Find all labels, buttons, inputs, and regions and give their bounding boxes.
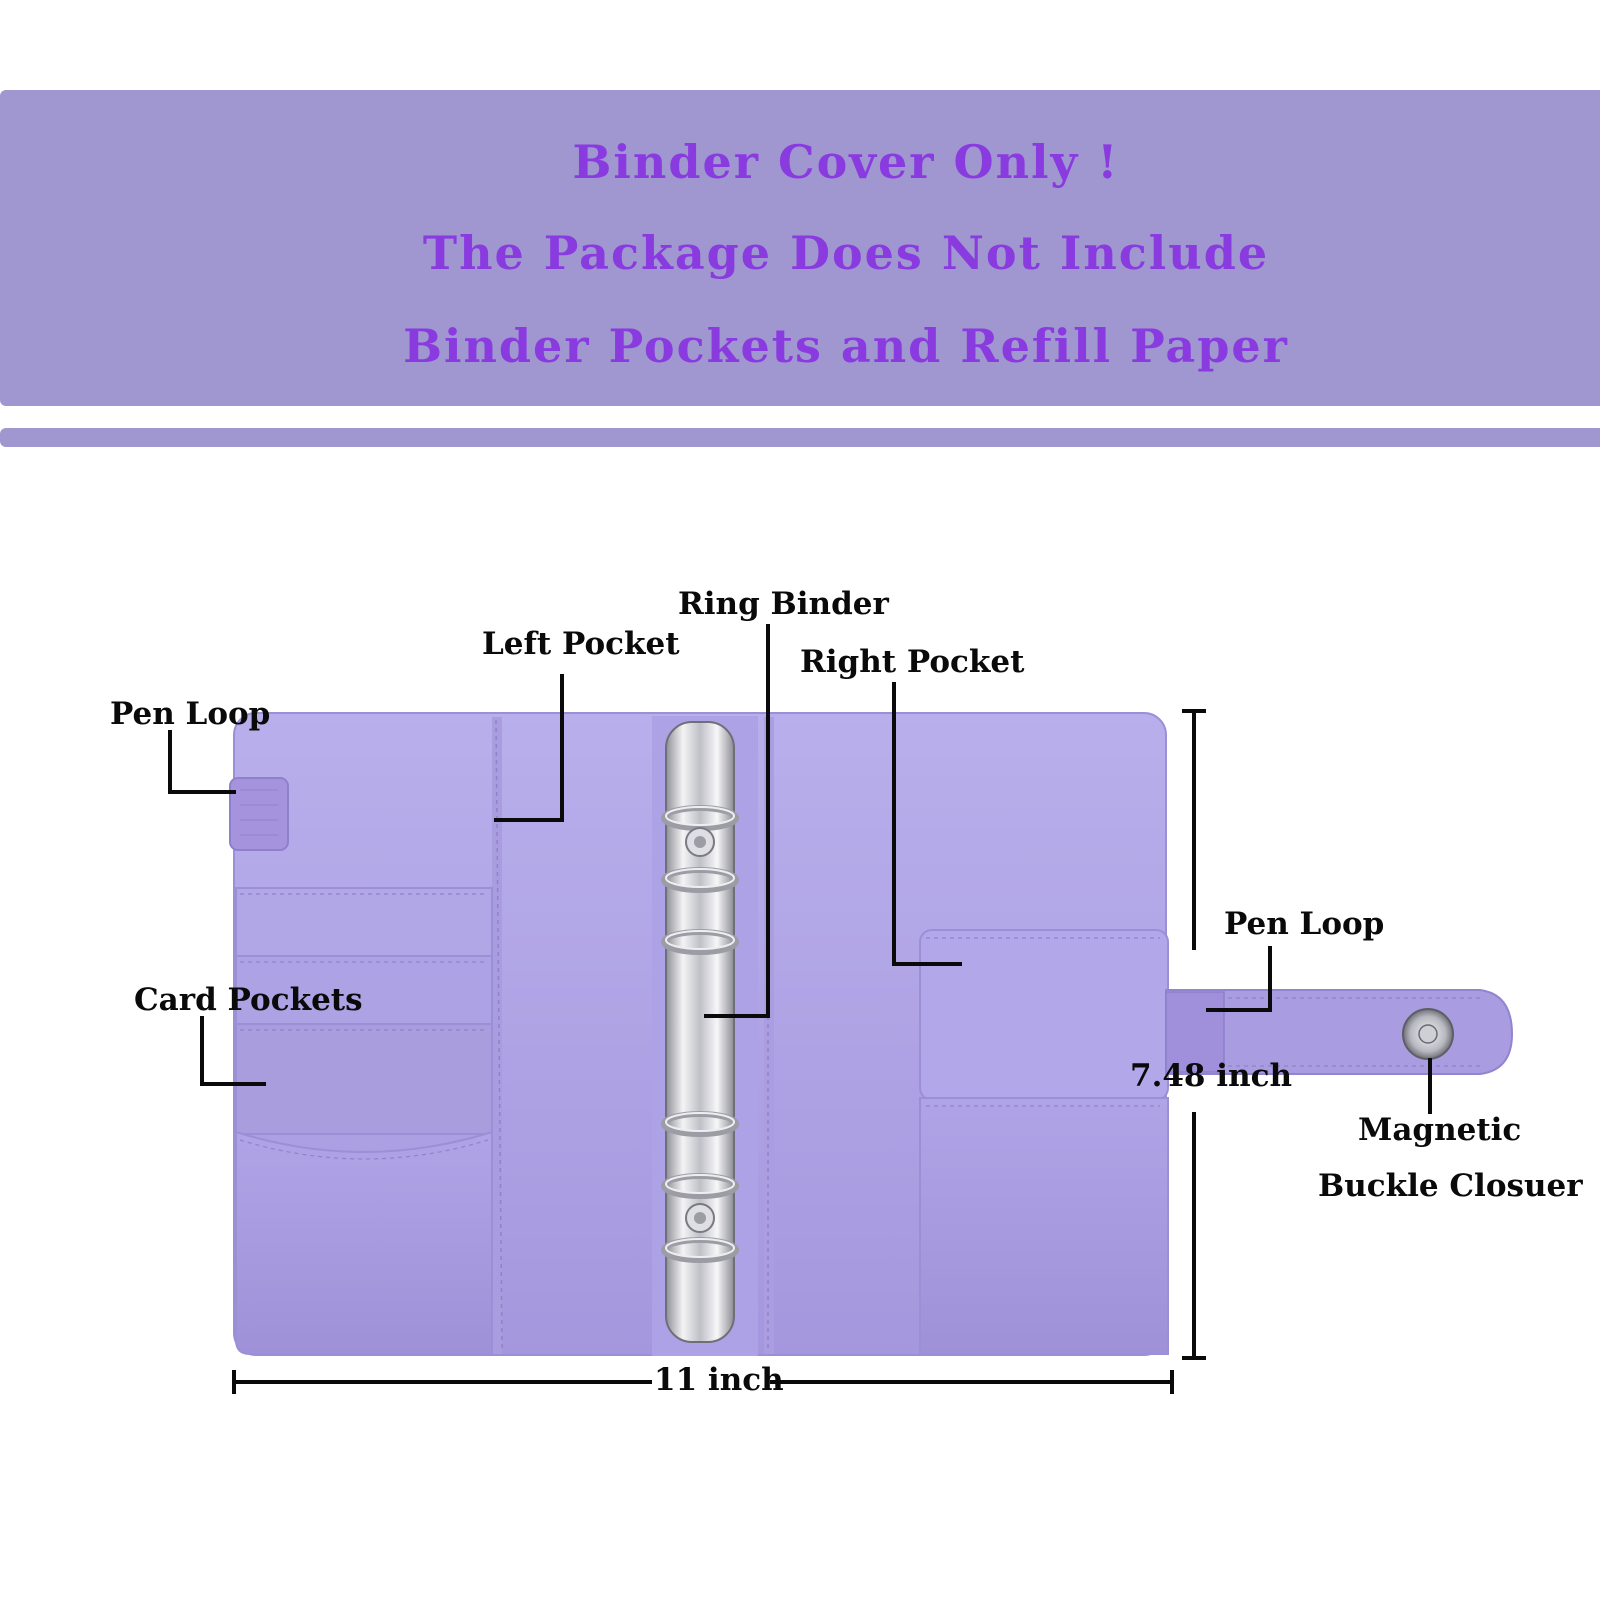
pen-loop-right bbox=[1165, 991, 1225, 1073]
banner-line-3: Binder Pockets and Refill Paper bbox=[403, 319, 1289, 373]
banner-strip bbox=[0, 428, 1600, 447]
card-pocket-2 bbox=[235, 955, 493, 1027]
card-pocket-3 bbox=[235, 1023, 493, 1135]
dimension-height bbox=[1182, 709, 1206, 1360]
label-card-pockets: Card Pockets bbox=[134, 982, 363, 1018]
label-pen-loop-right: Pen Loop bbox=[1224, 906, 1385, 942]
banner-line-2: The Package Does Not Include bbox=[422, 226, 1270, 280]
banner-line-1: Binder Cover Only ! bbox=[572, 135, 1120, 189]
card-pocket-large bbox=[235, 1130, 493, 1355]
label-left-pocket: Left Pocket bbox=[482, 626, 680, 662]
label-height: 7.48 inch bbox=[1130, 1058, 1293, 1094]
card-pocket-1 bbox=[235, 887, 493, 959]
dimension-width bbox=[232, 1370, 1174, 1394]
label-right-pocket: Right Pocket bbox=[800, 644, 1025, 680]
label-width: 11 inch bbox=[654, 1362, 784, 1398]
label-pen-loop-left: Pen Loop bbox=[110, 696, 271, 732]
label-ring-binder: Ring Binder bbox=[678, 586, 889, 622]
pen-loop-left bbox=[229, 777, 289, 851]
right-pocket-lower bbox=[919, 1097, 1169, 1355]
left-pocket-panel bbox=[492, 717, 502, 1354]
label-buckle-closure: Buckle Closuer bbox=[1318, 1168, 1583, 1204]
right-pocket-panel bbox=[764, 717, 774, 1354]
notice-banner bbox=[0, 90, 1600, 406]
ring-binder bbox=[665, 721, 735, 1343]
label-magnetic: Magnetic bbox=[1358, 1112, 1522, 1148]
callout-lines bbox=[168, 624, 1432, 1114]
